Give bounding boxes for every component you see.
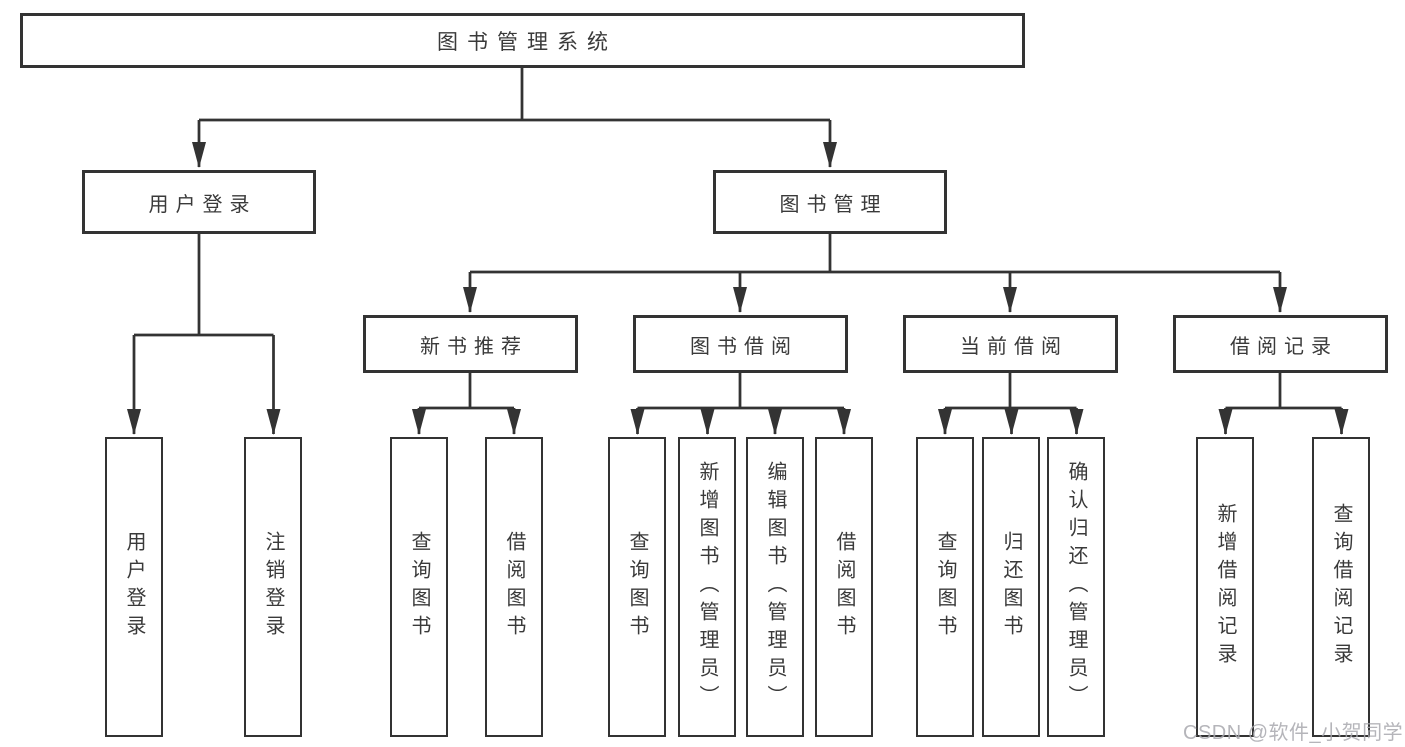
leaf-logout: 注销登录 bbox=[244, 437, 302, 737]
node-current-borrow: 当前借阅 bbox=[903, 315, 1118, 373]
leaf-edit-book-admin: 编辑图书（管理员） bbox=[746, 437, 804, 737]
leaf-query-books-borrow-label: 查询图书 bbox=[626, 531, 648, 643]
leaf-confirm-return-admin: 确认归还（管理员） bbox=[1047, 437, 1105, 737]
leaf-add-borrow-record: 新增借阅记录 bbox=[1196, 437, 1254, 737]
leaf-query-books-current: 查询图书 bbox=[916, 437, 974, 737]
node-book-management: 图书管理 bbox=[713, 170, 947, 234]
node-book-borrow: 图书借阅 bbox=[633, 315, 848, 373]
node-book-borrow-label: 图书借阅 bbox=[690, 335, 798, 358]
leaf-add-book-admin: 新增图书（管理员） bbox=[678, 437, 736, 737]
watermark-text: CSDN @软件_小贺同学 bbox=[1183, 722, 1404, 744]
leaf-user-login: 用户登录 bbox=[105, 437, 163, 737]
leaf-query-borrow-record-label: 查询借阅记录 bbox=[1330, 503, 1352, 671]
node-book-management-label: 图书管理 bbox=[779, 193, 888, 216]
leaf-confirm-return-admin-label: 确认归还（管理员） bbox=[1065, 461, 1087, 713]
leaf-query-borrow-record: 查询借阅记录 bbox=[1312, 437, 1370, 737]
node-user-login: 用户登录 bbox=[82, 170, 316, 234]
node-user-login-label: 用户登录 bbox=[148, 193, 257, 216]
edge-current-borrow-trunk bbox=[945, 373, 1077, 410]
edge-user-login-trunk bbox=[134, 234, 274, 337]
edge-book-management-trunk bbox=[470, 234, 1280, 274]
node-current-borrow-label: 当前借阅 bbox=[960, 335, 1068, 358]
node-new-book-recommend: 新书推荐 bbox=[363, 315, 578, 373]
edge-borrow-records-trunk bbox=[1225, 373, 1342, 410]
leaf-query-books-borrow: 查询图书 bbox=[608, 437, 666, 737]
leaf-borrow-books-recommend-label: 借阅图书 bbox=[503, 531, 525, 643]
node-root: 图书管理系统 bbox=[20, 13, 1025, 68]
leaf-return-books-label: 归还图书 bbox=[1000, 531, 1022, 643]
node-borrow-records-label: 借阅记录 bbox=[1230, 335, 1338, 358]
leaf-query-books-current-label: 查询图书 bbox=[934, 531, 956, 643]
leaf-query-books-recommend-label: 查询图书 bbox=[408, 531, 430, 643]
leaf-return-books: 归还图书 bbox=[982, 437, 1040, 737]
leaf-user-login-label: 用户登录 bbox=[123, 531, 145, 643]
edge-book-borrow-trunk bbox=[637, 373, 844, 410]
leaf-borrow-books-borrow-label: 借阅图书 bbox=[833, 531, 855, 643]
leaf-add-borrow-record-label: 新增借阅记录 bbox=[1214, 503, 1236, 671]
leaf-borrow-books-recommend: 借阅图书 bbox=[485, 437, 543, 737]
leaf-borrow-books-borrow: 借阅图书 bbox=[815, 437, 873, 737]
leaf-query-books-recommend: 查询图书 bbox=[390, 437, 448, 737]
node-root-label: 图书管理系统 bbox=[437, 30, 617, 54]
leaf-logout-label: 注销登录 bbox=[262, 531, 284, 643]
edge-new-book-trunk bbox=[419, 373, 514, 410]
edge-root-trunk bbox=[199, 68, 830, 122]
leaf-edit-book-admin-label: 编辑图书（管理员） bbox=[764, 461, 786, 713]
node-new-book-recommend-label: 新书推荐 bbox=[420, 335, 528, 358]
leaf-add-book-admin-label: 新增图书（管理员） bbox=[696, 461, 718, 713]
node-borrow-records: 借阅记录 bbox=[1173, 315, 1388, 373]
